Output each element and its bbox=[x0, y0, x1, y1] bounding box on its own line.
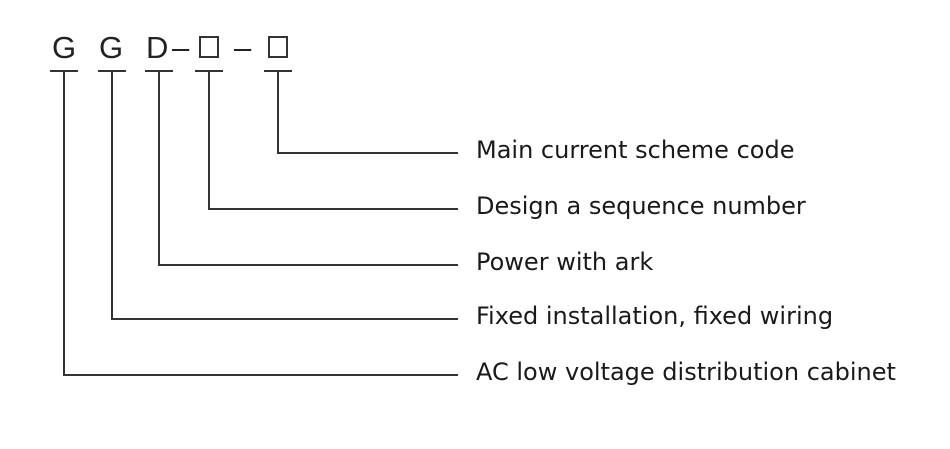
connector-vertical-sequence-number bbox=[208, 70, 210, 210]
code-letter-g-1: G bbox=[52, 30, 77, 65]
code-dash-2: – bbox=[234, 30, 252, 65]
connector-vertical-scheme-code bbox=[277, 70, 279, 154]
connector-horizontal-fixed-installation bbox=[111, 318, 458, 320]
code-letter-d: D bbox=[146, 30, 169, 65]
label-ac-low-voltage-cabinet: AC low voltage distribution cabinet bbox=[476, 358, 896, 386]
code-letter-g-2: G bbox=[99, 30, 124, 65]
connector-horizontal-sequence-number bbox=[208, 208, 458, 210]
label-main-current-scheme-code: Main current scheme code bbox=[476, 136, 795, 164]
connector-horizontal-power-ark bbox=[158, 264, 458, 266]
connector-vertical-power-ark bbox=[158, 70, 160, 266]
code-placeholder-box-2 bbox=[268, 36, 288, 58]
label-design-sequence-number: Design a sequence number bbox=[476, 192, 806, 220]
connector-horizontal-scheme-code bbox=[277, 152, 458, 154]
label-fixed-installation-wiring: Fixed installation, fixed wiring bbox=[476, 302, 834, 330]
code-dash-1: – bbox=[172, 30, 190, 65]
connector-vertical-fixed-installation bbox=[111, 70, 113, 320]
label-power-with-ark: Power with ark bbox=[476, 248, 654, 276]
connector-vertical-ac-cabinet bbox=[63, 70, 65, 376]
code-placeholder-box-1 bbox=[199, 36, 219, 58]
connector-horizontal-ac-cabinet bbox=[63, 374, 458, 376]
